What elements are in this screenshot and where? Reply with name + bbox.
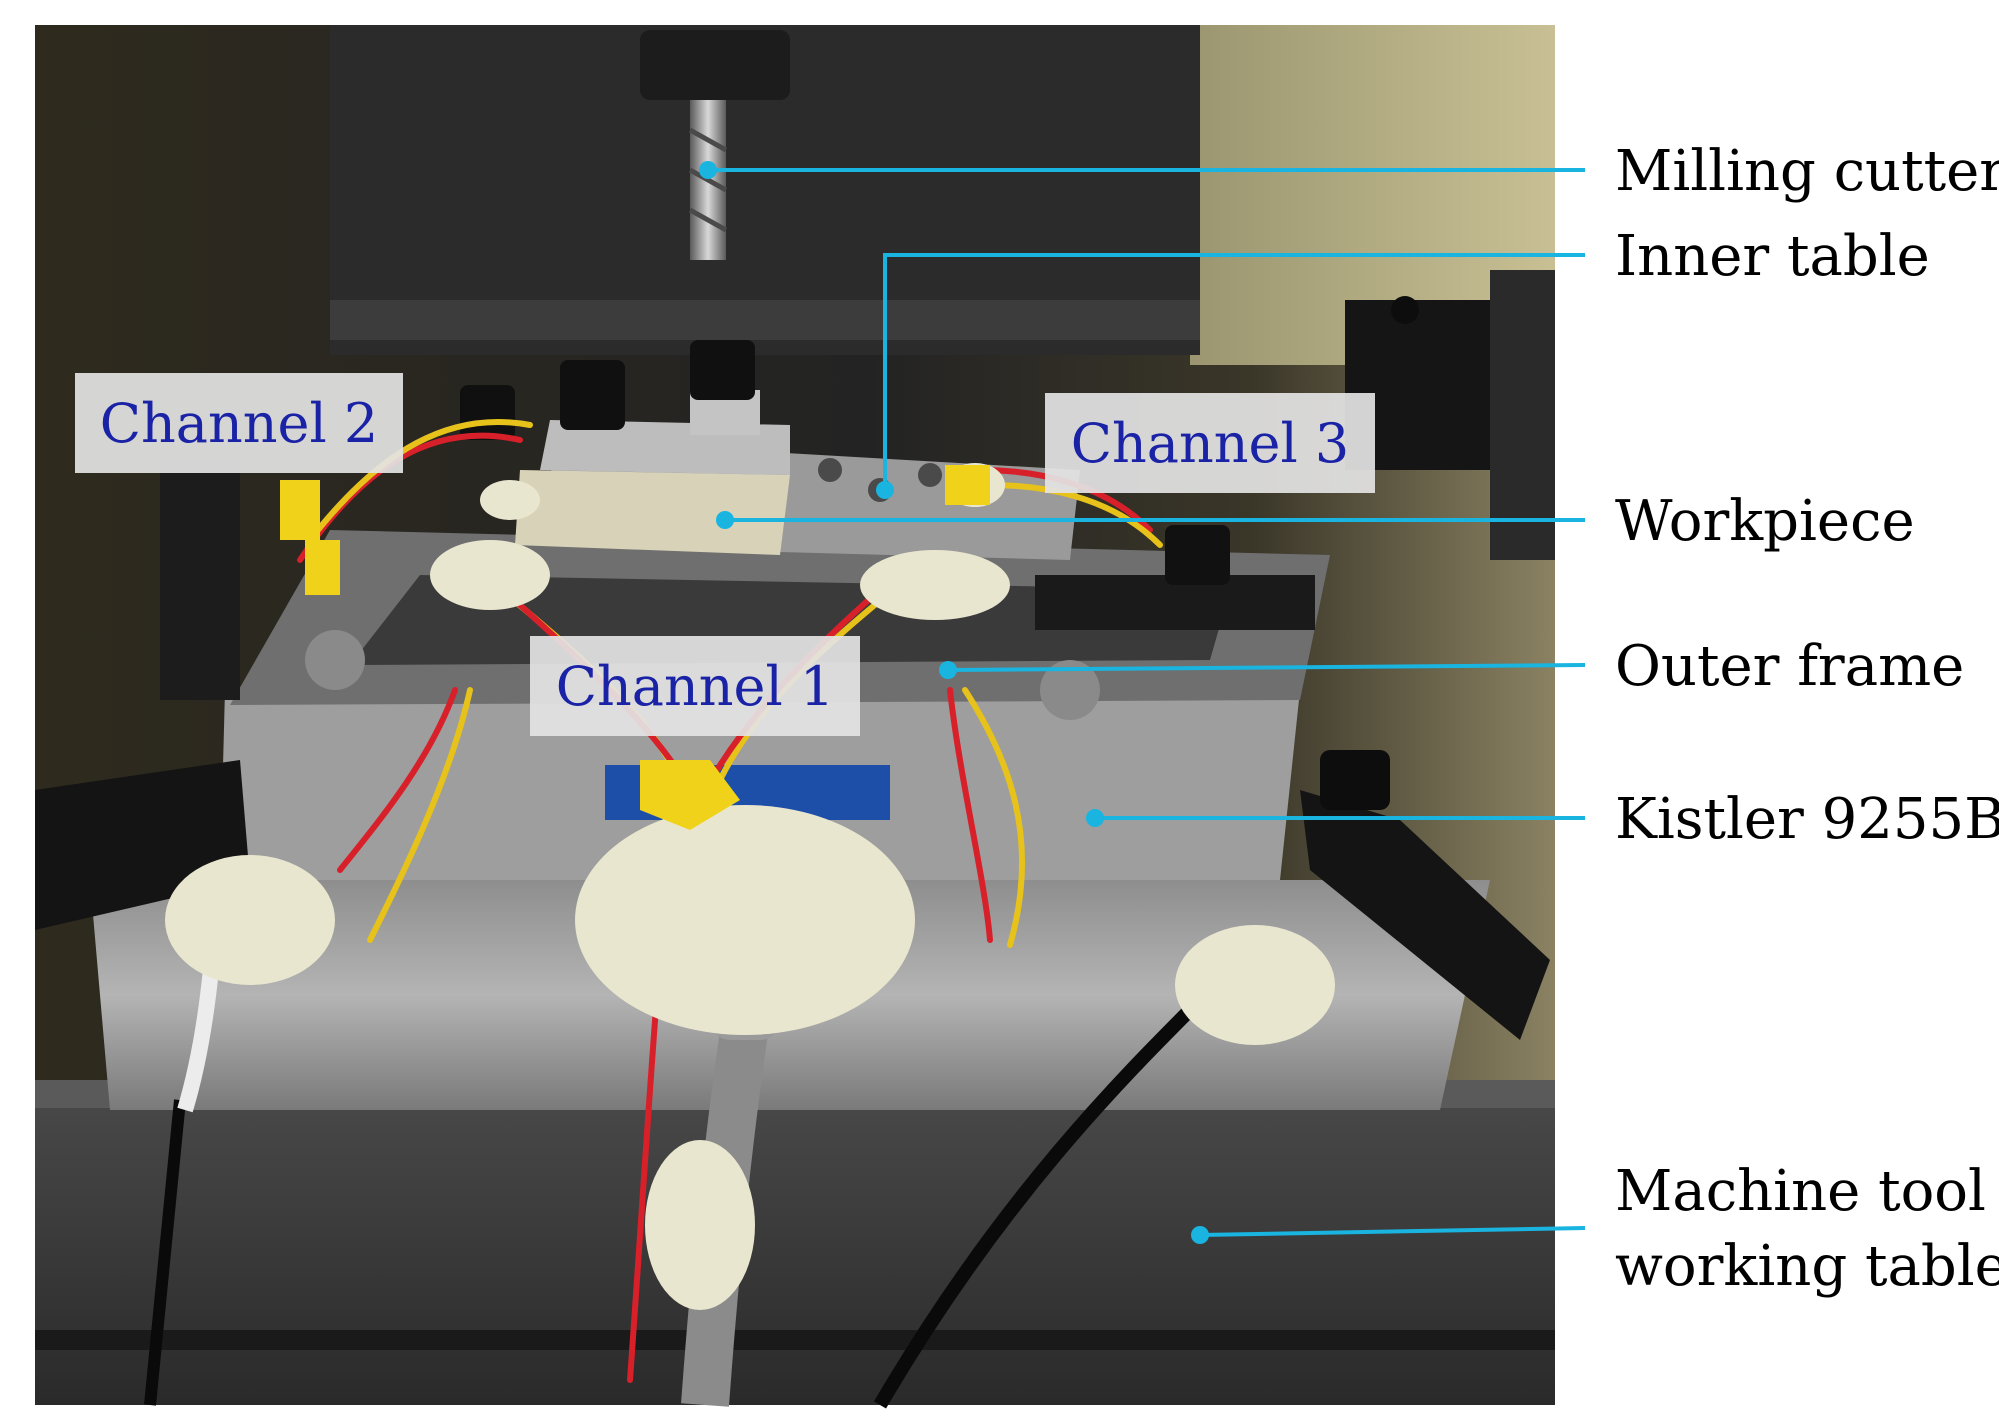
leader-inner-table xyxy=(883,253,1585,490)
black-cable-left xyxy=(144,1099,186,1406)
channel-3-label-bg xyxy=(1045,393,1375,493)
inner-table-hole-3 xyxy=(918,463,942,487)
channel-1-label: Channel 1 xyxy=(530,636,860,736)
leader-lines xyxy=(699,161,1586,1244)
top-bolt-3 xyxy=(460,385,515,440)
leader-outer-frame xyxy=(947,663,1586,672)
right-clamp-bolt xyxy=(1320,750,1390,810)
machine-tool-table-slot xyxy=(35,1330,1555,1350)
right-round-cover xyxy=(1490,270,1555,560)
callout-milling-cutter: Milling cutter xyxy=(1615,139,1999,204)
channel-3-text: Channel 3 xyxy=(1071,412,1350,475)
right-vise-bolt xyxy=(1391,296,1419,324)
channel-2-label: Channel 2 xyxy=(75,373,403,473)
frame-bolt-right xyxy=(1040,660,1100,720)
yellow-tape-left-2 xyxy=(305,540,340,595)
leader-inner-table-dot xyxy=(876,481,894,499)
leader-kistler-dot xyxy=(1086,809,1104,827)
leader-machine-tool-dot xyxy=(1191,1226,1209,1244)
yellow-tape-right xyxy=(945,465,990,505)
callout-machine-tool-line2: working table xyxy=(1615,1234,1999,1299)
spindle-chuck xyxy=(640,30,790,100)
yellow-tape-left-1 xyxy=(280,480,320,540)
channel-1-text: Channel 1 xyxy=(556,655,835,718)
callout-inner-table: Inner table xyxy=(1615,224,1930,289)
callout-labels: Milling cutter Inner table Workpiece Out… xyxy=(1615,139,1999,1299)
milling-cutter-icon xyxy=(688,100,728,260)
inner-table-hole-1 xyxy=(818,458,842,482)
leader-milling-cutter-dot xyxy=(699,161,717,179)
channel-3-label: Channel 3 xyxy=(1045,393,1375,493)
leader-workpiece-dot xyxy=(716,511,734,529)
channel-1-label-bg xyxy=(530,636,860,736)
callout-machine-tool-line1: Machine tool xyxy=(1615,1159,1986,1224)
black-sensor-cable xyxy=(873,995,1205,1409)
leader-outer-frame-dot xyxy=(939,661,957,679)
spindle-housing-band xyxy=(330,300,1200,340)
channel-2-text: Channel 2 xyxy=(100,392,379,455)
top-bolt-1 xyxy=(560,360,625,430)
left-post xyxy=(160,460,240,700)
callout-kistler: Kistler 9255B xyxy=(1615,787,1999,852)
machine-tool-table xyxy=(35,1080,1555,1405)
top-bolt-2 xyxy=(690,340,755,400)
leader-machine-tool xyxy=(1199,1226,1586,1237)
yellow-tape-center xyxy=(640,760,740,830)
callout-workpiece: Workpiece xyxy=(1615,489,1915,554)
channel-2-label-bg xyxy=(75,373,403,473)
right-clamp-block-bolt xyxy=(1165,525,1230,585)
callout-outer-frame: Outer frame xyxy=(1615,634,1964,699)
frame-bolt-left xyxy=(305,630,365,690)
right-strap-clamp xyxy=(1300,790,1550,1040)
workpiece xyxy=(515,470,790,555)
